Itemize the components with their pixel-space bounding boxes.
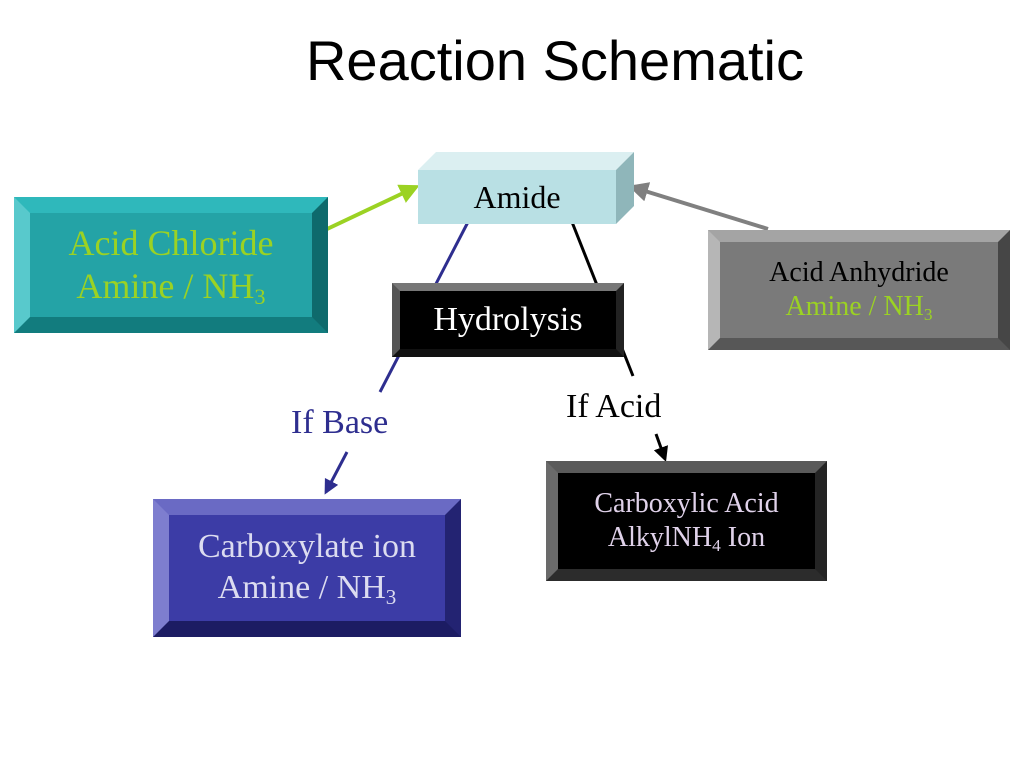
carboxylic-acid-node [546,461,827,581]
arrow-base-to-carboxylate [324,451,349,495]
amide-face [418,170,616,224]
if-acid-label: If Acid [566,388,662,425]
page-title: Reaction Schematic [305,29,804,92]
acid-anhydride-node [708,230,1010,350]
carboxylate-line1: Carboxylate ion [197,528,417,566]
hydrolysis-node [392,283,624,357]
carboxylate-label: Carboxylate ion Amine / NH3 [197,528,417,609]
acid-chloride-node [14,197,328,333]
arrow-acid-to-carboxylic [653,433,668,462]
carboxylic-acid-line1: Carboxylic Acid [594,488,779,520]
acid-chloride-line1: Acid Chloride [68,222,274,263]
acid-anhydride-label: Acid Anhydride Amine / NH3 [769,257,949,324]
arrow-acid-chloride-to-amide [324,184,420,232]
acid-anhydride-line1: Acid Anhydride [769,257,949,289]
acid-chloride-label: Acid Chloride Amine / NH3 [68,222,274,310]
if-base-label: If Base [291,404,389,441]
hydrolysis-label: Hydrolysis [433,300,583,338]
amide-label: Amide [473,178,561,215]
carboxylic-acid-label: Carboxylic Acid AlkylNH4 Ion [594,488,779,555]
carboxylate-node [153,499,461,637]
amide-node [418,152,634,224]
arrow-anhydride-to-amide [628,182,769,231]
